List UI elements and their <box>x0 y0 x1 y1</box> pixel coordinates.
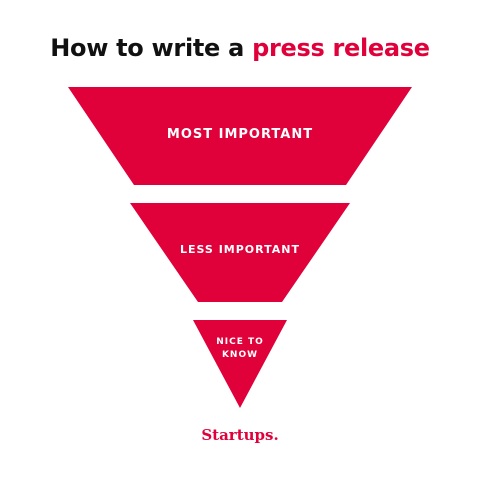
brand-logo-text: Startups. <box>201 426 279 444</box>
title-prefix: How to write a <box>50 34 244 62</box>
tier-nice-to-know-label-line2: KNOW <box>222 350 258 360</box>
tier-less-important <box>130 203 350 302</box>
tier-nice-to-know-label-line1: NICE TO <box>216 337 264 347</box>
title-highlight: press release <box>252 34 430 62</box>
tier-nice-to-know <box>193 320 287 408</box>
tier-most-important <box>68 87 412 185</box>
tier-less-important-label: LESS IMPORTANT <box>180 243 300 256</box>
tier-most-important-label: MOST IMPORTANT <box>167 127 313 142</box>
page-title: How to write a press release <box>0 30 480 66</box>
